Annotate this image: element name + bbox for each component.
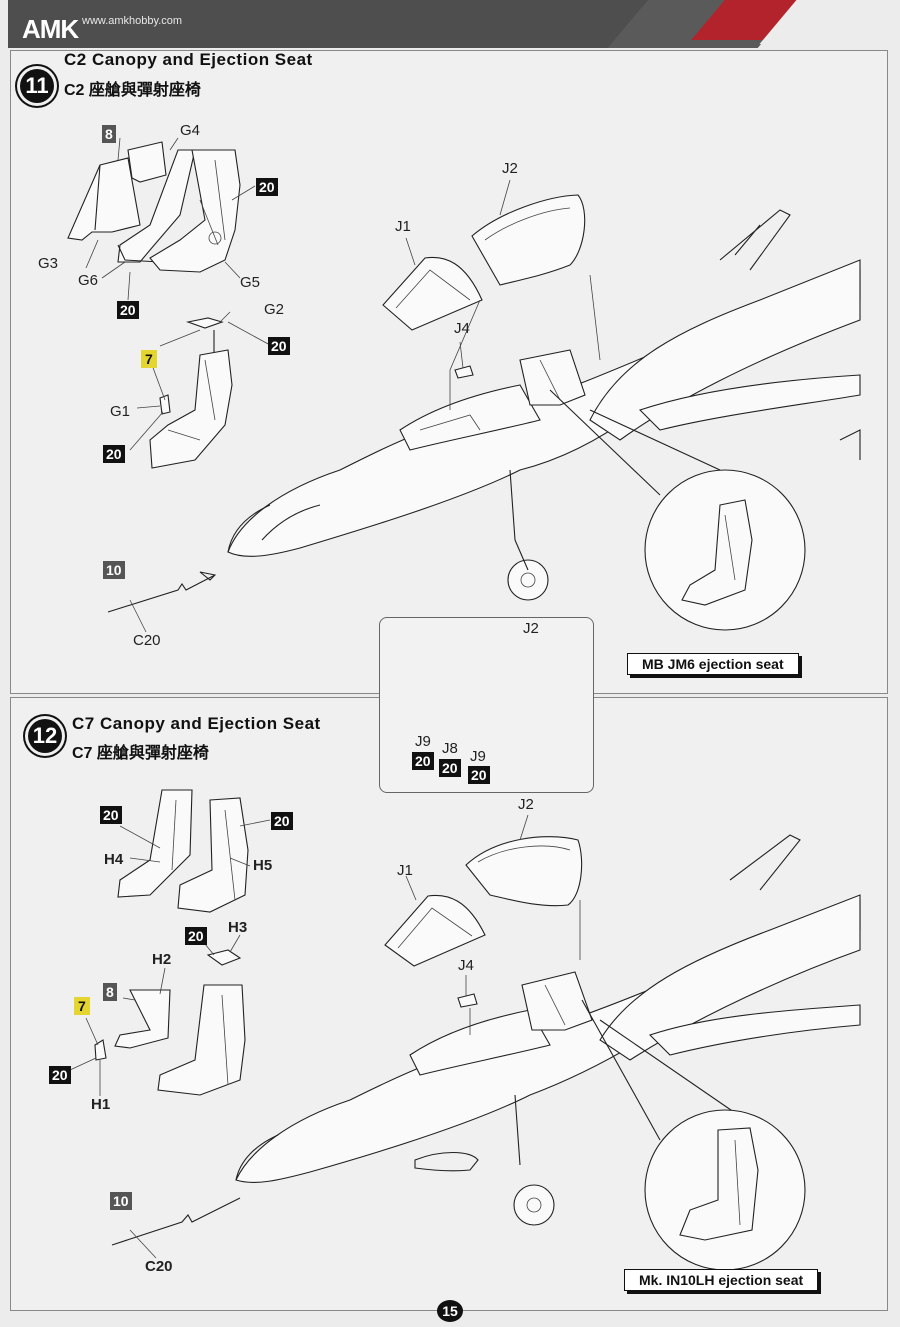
header-band: AMK www.amkhobby.com — [8, 0, 900, 50]
step-12-title: C7 Canopy and Ejection Seat — [72, 714, 321, 733]
paint-chip-20: 20 — [468, 766, 490, 784]
step-12-title-zh: C7 座艙與彈射座椅 — [72, 745, 209, 762]
step-11-badge: 11 — [20, 69, 54, 103]
paint-chip-20: 20 — [100, 806, 122, 824]
paint-chip-8: 8 — [102, 125, 116, 143]
step-12-badge: 12 — [28, 719, 62, 753]
part-h5: H5 — [253, 857, 273, 874]
page-number: 15 — [437, 1300, 463, 1322]
step-11-title-zh: C2 座艙與彈射座椅 — [64, 82, 201, 99]
part-c20: C20 — [145, 1258, 173, 1275]
part-j4: J4 — [454, 320, 470, 337]
step12-aircraft — [111, 814, 861, 1271]
part-c20: C20 — [133, 632, 161, 649]
paint-chip-20: 20 — [271, 812, 293, 830]
detail-part-j2: J2 — [523, 620, 539, 637]
paint-chip-10: 10 — [103, 561, 125, 579]
paint-chip-20: 20 — [103, 445, 125, 463]
part-j2: J2 — [518, 796, 534, 813]
part-j1: J1 — [395, 218, 411, 235]
part-j4: J4 — [458, 957, 474, 974]
part-h3: H3 — [228, 919, 248, 936]
step-11-title: C2 Canopy and Ejection Seat — [64, 50, 313, 69]
part-g3: G3 — [38, 255, 59, 272]
brand-url: www.amkhobby.com — [82, 15, 183, 27]
part-h1: H1 — [91, 1096, 111, 1113]
part-h4: H4 — [104, 851, 124, 868]
step11-seat-exploded — [67, 137, 271, 469]
paint-chip-7: 7 — [141, 350, 157, 368]
paint-chip-20: 20 — [256, 178, 278, 196]
step11-aircraft — [107, 179, 861, 633]
paint-chip-20: 20 — [117, 301, 139, 319]
paint-chip-20: 20 — [439, 759, 461, 777]
part-g6: G6 — [78, 272, 99, 289]
step12-seat-exploded — [69, 789, 271, 1096]
detail-part-j9: J9 — [470, 748, 486, 765]
paint-chip-7: 7 — [74, 997, 90, 1015]
detail-part-j9: J9 — [415, 733, 431, 750]
paint-chip-20: 20 — [412, 752, 434, 770]
seat-label-mk-in10lh: Mk. IN10LH ejection seat — [624, 1269, 819, 1291]
part-j2: J2 — [502, 160, 518, 177]
paint-chip-20: 20 — [185, 927, 207, 945]
part-g4: G4 — [180, 122, 201, 139]
brand-logo: AMK — [22, 14, 79, 44]
detail-part-j8: J8 — [442, 740, 458, 757]
seat-label-mb-jm6: MB JM6 ejection seat — [627, 653, 799, 675]
part-g1: G1 — [110, 403, 131, 420]
paint-chip-8: 8 — [103, 983, 117, 1001]
part-j1: J1 — [397, 862, 413, 879]
paint-chip-20: 20 — [49, 1066, 71, 1084]
paint-chip-10: 10 — [110, 1192, 132, 1210]
paint-chip-20: 20 — [268, 337, 290, 355]
part-h2: H2 — [152, 951, 172, 968]
part-g5: G5 — [240, 274, 261, 291]
part-g2: G2 — [264, 301, 285, 318]
